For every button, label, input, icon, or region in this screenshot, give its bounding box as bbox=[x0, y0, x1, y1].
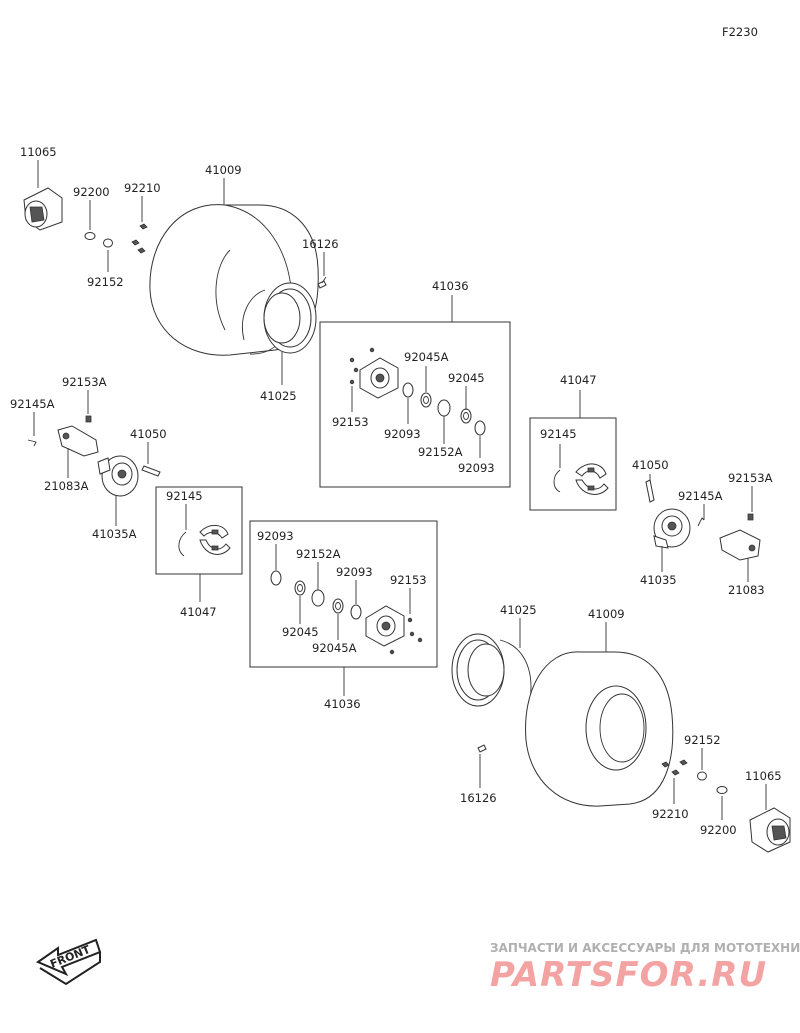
label-92153-top: 92153 bbox=[332, 415, 369, 429]
bolt-41050-left bbox=[141, 465, 161, 477]
hub-92153-top bbox=[349, 347, 399, 399]
watermark-tagline: ЗАПЧАСТИ И АКСЕССУАРЫ ДЛЯ МОТОТЕХНИКИ bbox=[490, 941, 800, 955]
label-92153-bottom: 92153 bbox=[390, 573, 427, 587]
label-92045-bottom: 92045 bbox=[282, 625, 319, 639]
label-41047-left: 41047 bbox=[180, 605, 217, 619]
hub-92153-bottom bbox=[365, 605, 423, 655]
seal-92093-top-a bbox=[402, 382, 414, 398]
diagram-code: F2230 bbox=[722, 25, 758, 39]
label-92210-bottom: 92210 bbox=[652, 807, 689, 821]
label-21083A: 21083A bbox=[44, 479, 89, 493]
brake-panel-41035 bbox=[653, 508, 691, 549]
front-label: FRONT bbox=[48, 943, 92, 971]
label-41036-bottom: 41036 bbox=[324, 697, 361, 711]
bolt-92153A-right bbox=[747, 513, 754, 521]
part-labels: 11065 92200 92210 41009 92152 16126 4102… bbox=[10, 145, 782, 837]
bearing-92045A-bottom bbox=[332, 598, 344, 614]
label-92200-bottom: 92200 bbox=[700, 823, 737, 837]
label-92093-top-a: 92093 bbox=[384, 427, 421, 441]
tire-41009-bottom bbox=[525, 651, 674, 807]
label-92210-top: 92210 bbox=[124, 181, 161, 195]
label-92145A-right: 92145A bbox=[678, 489, 723, 503]
bearing-92045-top bbox=[460, 408, 472, 424]
seal-92093-top-b bbox=[474, 420, 486, 436]
watermark-brand: PARTSFOR.RU bbox=[490, 955, 767, 995]
label-92152A-bottom: 92152A bbox=[296, 547, 341, 561]
box-41036-bottom bbox=[249, 520, 438, 668]
spacer-92152A-bottom bbox=[311, 589, 325, 607]
label-41036-top: 41036 bbox=[432, 279, 469, 293]
spacer-92152A-top bbox=[437, 399, 451, 417]
label-92045-top: 92045 bbox=[448, 371, 485, 385]
label-92200-top: 92200 bbox=[73, 185, 110, 199]
bolt-41050-right bbox=[645, 479, 655, 503]
knuckle-21083A bbox=[57, 425, 99, 457]
label-16126-bottom: 16126 bbox=[460, 791, 497, 805]
rim-41025-top bbox=[242, 282, 317, 354]
label-92152-bottom: 92152 bbox=[684, 733, 721, 747]
valve-16126-top bbox=[317, 276, 327, 289]
nut-92152-top bbox=[103, 238, 113, 248]
pin-92145A-left bbox=[27, 439, 37, 447]
label-92045A-bottom: 92045A bbox=[312, 641, 357, 655]
nut-92152-bottom bbox=[697, 771, 707, 781]
brake-shoes-right bbox=[575, 463, 609, 495]
bolt-92153A-left bbox=[85, 415, 92, 423]
hub-cap-top-left bbox=[23, 187, 63, 231]
box-41036-top bbox=[319, 321, 511, 488]
label-92093-bottom-a: 92093 bbox=[257, 529, 294, 543]
label-92153A-right: 92153A bbox=[728, 471, 773, 485]
spring-92145-left bbox=[178, 531, 187, 557]
rim-41025-bottom bbox=[451, 633, 532, 707]
front-arrow: FRONT bbox=[35, 938, 102, 986]
label-92153A-left: 92153A bbox=[62, 375, 107, 389]
label-41009-top: 41009 bbox=[205, 163, 242, 177]
label-41050-right: 41050 bbox=[632, 458, 669, 472]
label-41035A: 41035A bbox=[92, 527, 137, 541]
label-11065-bottom: 11065 bbox=[745, 769, 782, 783]
label-41025-top: 41025 bbox=[260, 389, 297, 403]
watermark: ЗАПЧАСТИ И АКСЕССУАРЫ ДЛЯ МОТОТЕХНИКИ PA… bbox=[490, 941, 800, 995]
label-41047-right: 41047 bbox=[560, 373, 597, 387]
studs-92210-bottom bbox=[661, 759, 688, 776]
seal-92093-bottom-a bbox=[270, 570, 282, 586]
bearing-92045-bottom bbox=[294, 580, 306, 596]
label-16126-top: 16126 bbox=[302, 237, 339, 251]
label-92152A-top: 92152A bbox=[418, 445, 463, 459]
hub-cap-bottom-right bbox=[749, 807, 791, 853]
label-92093-top-b: 92093 bbox=[458, 461, 495, 475]
washer-92200-top bbox=[84, 232, 96, 240]
box-41047-left bbox=[155, 486, 243, 575]
label-41025-bottom: 41025 bbox=[500, 603, 537, 617]
box-41047-right bbox=[529, 417, 617, 511]
valve-16126-bottom bbox=[477, 744, 487, 753]
label-92145-left: 92145 bbox=[166, 489, 203, 503]
label-92045A-top: 92045A bbox=[404, 350, 449, 364]
label-41050-left: 41050 bbox=[130, 427, 167, 441]
brake-panel-41035A bbox=[97, 455, 139, 497]
label-92145A-left: 92145A bbox=[10, 397, 55, 411]
washer-92200-bottom bbox=[716, 786, 728, 794]
label-41009-bottom: 41009 bbox=[588, 607, 625, 621]
seal-92093-bottom-b bbox=[350, 604, 362, 620]
label-92152-top: 92152 bbox=[87, 275, 124, 289]
spring-92145-right bbox=[553, 469, 561, 493]
brake-shoes-left bbox=[199, 525, 231, 555]
label-41035: 41035 bbox=[640, 573, 677, 587]
pin-92145A-right bbox=[697, 517, 705, 527]
label-92093-bottom-b: 92093 bbox=[336, 565, 373, 579]
knuckle-21083 bbox=[719, 529, 761, 561]
label-11065-top: 11065 bbox=[20, 145, 57, 159]
label-21083: 21083 bbox=[728, 583, 765, 597]
label-92145-right: 92145 bbox=[540, 427, 577, 441]
bearing-92045A-top bbox=[420, 392, 432, 408]
studs-92210-top bbox=[131, 223, 148, 254]
